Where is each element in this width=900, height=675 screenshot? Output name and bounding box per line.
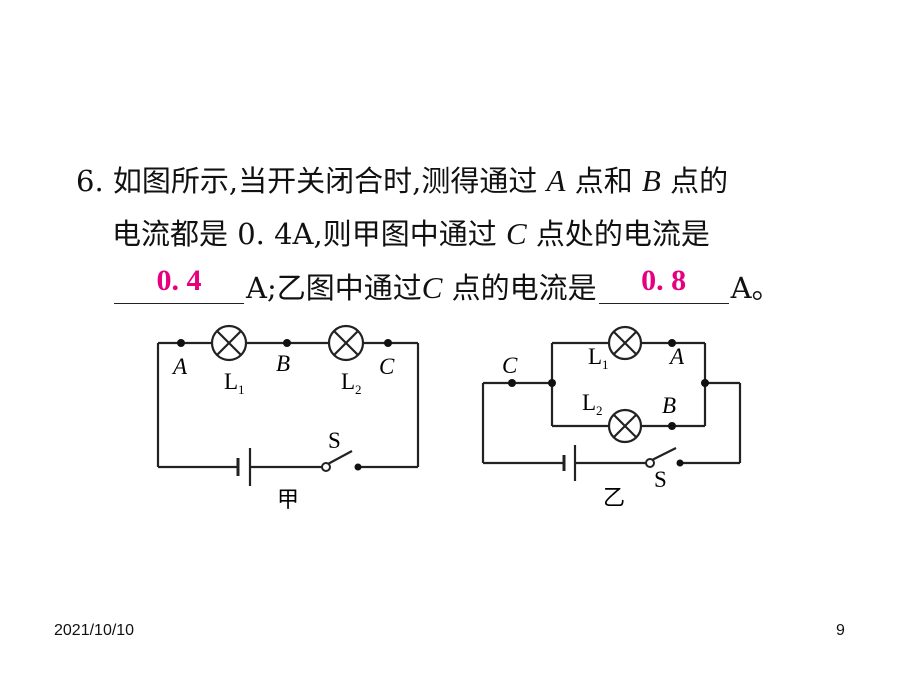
- answer-blank-1[interactable]: 0. 4: [114, 264, 244, 304]
- switch-blade-jia: [325, 450, 353, 466]
- label-s-jia: S: [328, 428, 341, 453]
- question-text-1c: 点的: [660, 164, 729, 198]
- label-s-yi: S: [654, 467, 667, 492]
- question-text-3c: A。: [730, 271, 781, 305]
- label-a-yi: A: [668, 344, 685, 369]
- label-c-jia: C: [379, 354, 395, 379]
- point-label-c-2: C: [421, 270, 443, 305]
- caption-jia: 甲: [277, 488, 299, 513]
- footer-page-number: 9: [836, 622, 845, 639]
- label-b-jia: B: [276, 351, 290, 376]
- question-text-1b: 点和: [565, 164, 642, 198]
- switch-blade-yi: [649, 447, 677, 462]
- question-line-2: 电流都是 0. 4A,则甲图中通过 C 点处的电流是: [112, 216, 710, 252]
- label-l2-yi: L: [582, 390, 596, 415]
- label-a-jia: A: [171, 354, 188, 379]
- label-l2-sub-yi: 2: [596, 403, 603, 418]
- point-label-a: A: [546, 163, 566, 198]
- answer-blank-2[interactable]: 0. 8: [598, 264, 729, 304]
- answer-2: 0. 8: [641, 264, 687, 297]
- circuit-yi: [481, 325, 742, 481]
- question-text-3a: A;乙图中通过: [246, 271, 422, 305]
- question-line-3: 0. 4 A;乙图中通过C 点的电流是 0. 8 A。: [112, 264, 781, 306]
- footer-date: 2021/10/10: [54, 622, 135, 639]
- circuit-jia: [156, 324, 420, 486]
- label-l1-sub-jia: 1: [238, 382, 245, 397]
- caption-yi: 乙: [603, 486, 625, 511]
- question-text-2b: 点处的电流是: [526, 217, 710, 251]
- label-l1-jia: L: [224, 369, 238, 394]
- point-label-b: B: [641, 163, 661, 198]
- label-c-yi: C: [502, 353, 518, 378]
- label-l1-sub-yi: 1: [602, 357, 609, 372]
- label-b-yi: B: [662, 393, 676, 418]
- label-l2-jia: L: [341, 369, 355, 394]
- question-line-1: 6. 如图所示,当开关闭合时,测得通过 A 点和 B 点的: [76, 163, 728, 199]
- question-text-1a: 如图所示,当开关闭合时,测得通过: [112, 164, 538, 198]
- label-l1-yi: L: [588, 344, 602, 369]
- question-number: 6.: [76, 164, 104, 198]
- answer-1: 0. 4: [156, 264, 202, 297]
- label-l2-sub-jia: 2: [355, 382, 362, 397]
- question-text-3b: 点的电流是: [442, 271, 597, 305]
- question-text-2a: 电流都是 0. 4A,则甲图中通过: [112, 217, 506, 251]
- point-label-c: C: [505, 216, 527, 251]
